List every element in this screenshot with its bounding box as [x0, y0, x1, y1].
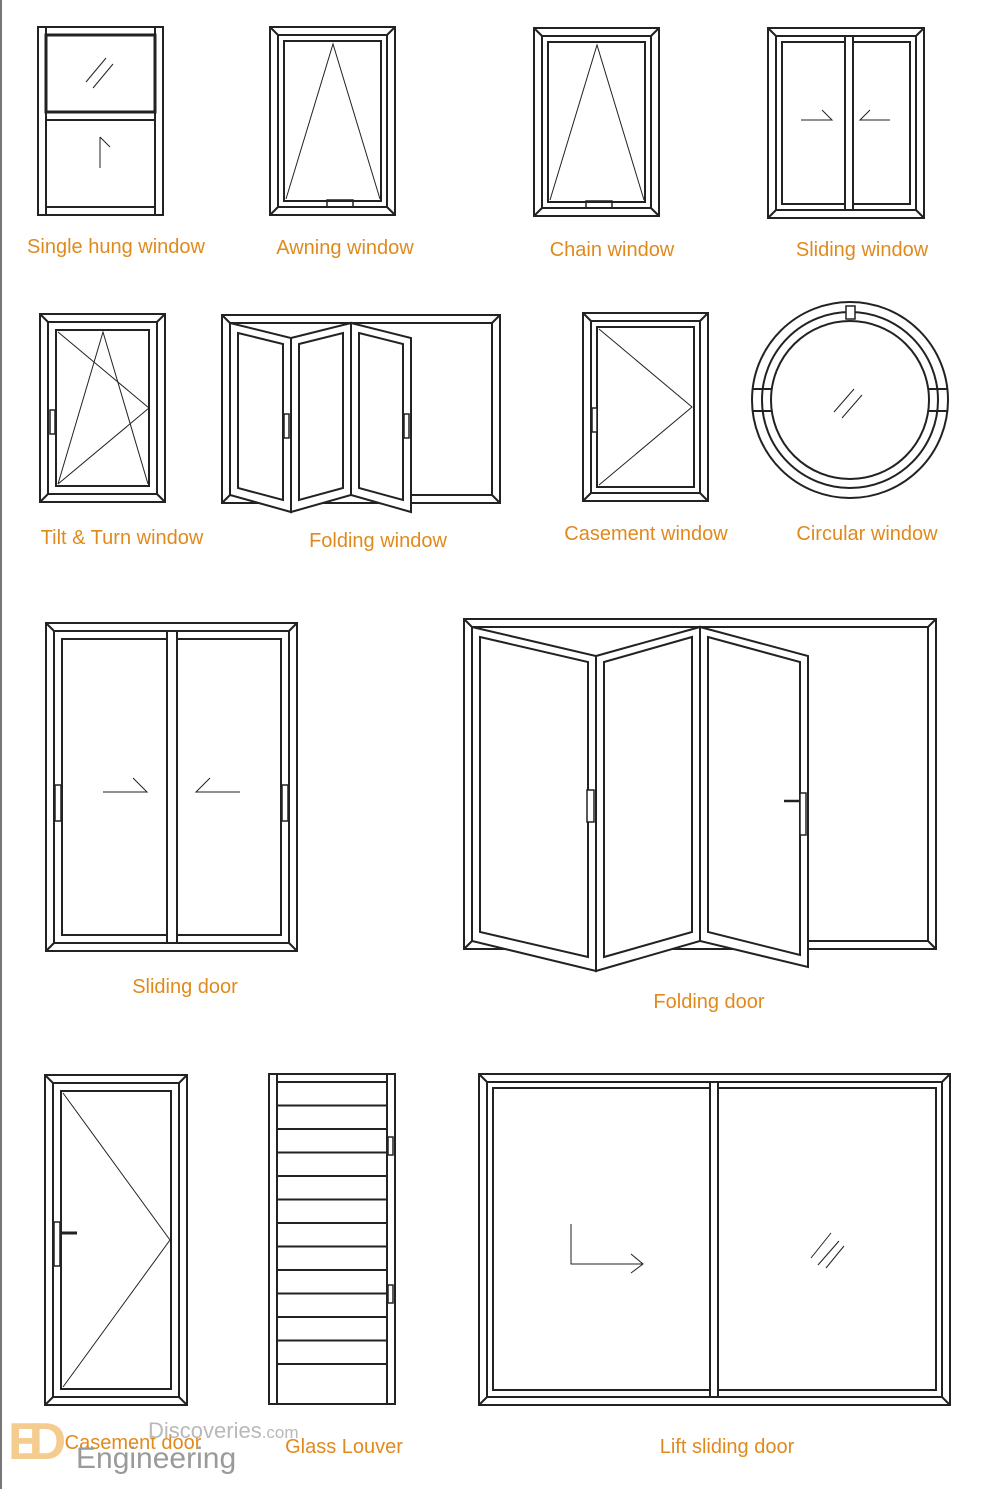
- folding-window-drawing: [221, 314, 501, 514]
- folding-door-drawing: [463, 618, 937, 973]
- awning-window-drawing: [269, 26, 396, 216]
- watermark-logo-mark: ED: [8, 1413, 66, 1471]
- folding-window-label: Folding window: [309, 530, 447, 552]
- single-hung-window-label: Single hung window: [27, 236, 205, 258]
- sliding-door-label: Sliding door: [132, 976, 238, 998]
- casement-door-drawing: [44, 1074, 188, 1406]
- sliding-window-drawing: [767, 27, 925, 219]
- lift-sliding-door-drawing: [478, 1073, 951, 1406]
- casement-window-drawing: [582, 312, 709, 502]
- watermark-line2: Engineering: [76, 1442, 237, 1475]
- single-hung-window-drawing: [37, 26, 164, 216]
- sliding-door-drawing: [45, 622, 298, 952]
- circular-window-label: Circular window: [796, 523, 938, 545]
- lift-sliding-door-label: Lift sliding door: [659, 1436, 795, 1458]
- folding-door-label: Folding door: [653, 991, 765, 1013]
- watermark-line1: Discoveries: [148, 1418, 262, 1443]
- chain-window-label: Chain window: [549, 239, 675, 261]
- casement-door-label: Casement door: [64, 1432, 202, 1454]
- sliding-window-label: Sliding window: [795, 239, 929, 261]
- tilt-turn-window-label: Tilt & Turn window: [40, 527, 204, 549]
- watermark-line1-wrap: Discoveries.com: [148, 1418, 299, 1444]
- glass-louver-drawing: [268, 1073, 396, 1405]
- watermark-logo: ED Discoveries.com Engineering: [8, 1413, 328, 1482]
- glass-louver-label: Glass Louver: [285, 1436, 403, 1458]
- circular-window-drawing: [751, 301, 949, 499]
- chain-window-drawing: [533, 27, 660, 217]
- casement-window-label: Casement window: [564, 523, 728, 545]
- page-border-line: [0, 0, 2, 1489]
- tilt-turn-window-drawing: [39, 313, 166, 503]
- watermark-line1-suffix: .com: [261, 1423, 299, 1442]
- awning-window-label: Awning window: [276, 237, 414, 259]
